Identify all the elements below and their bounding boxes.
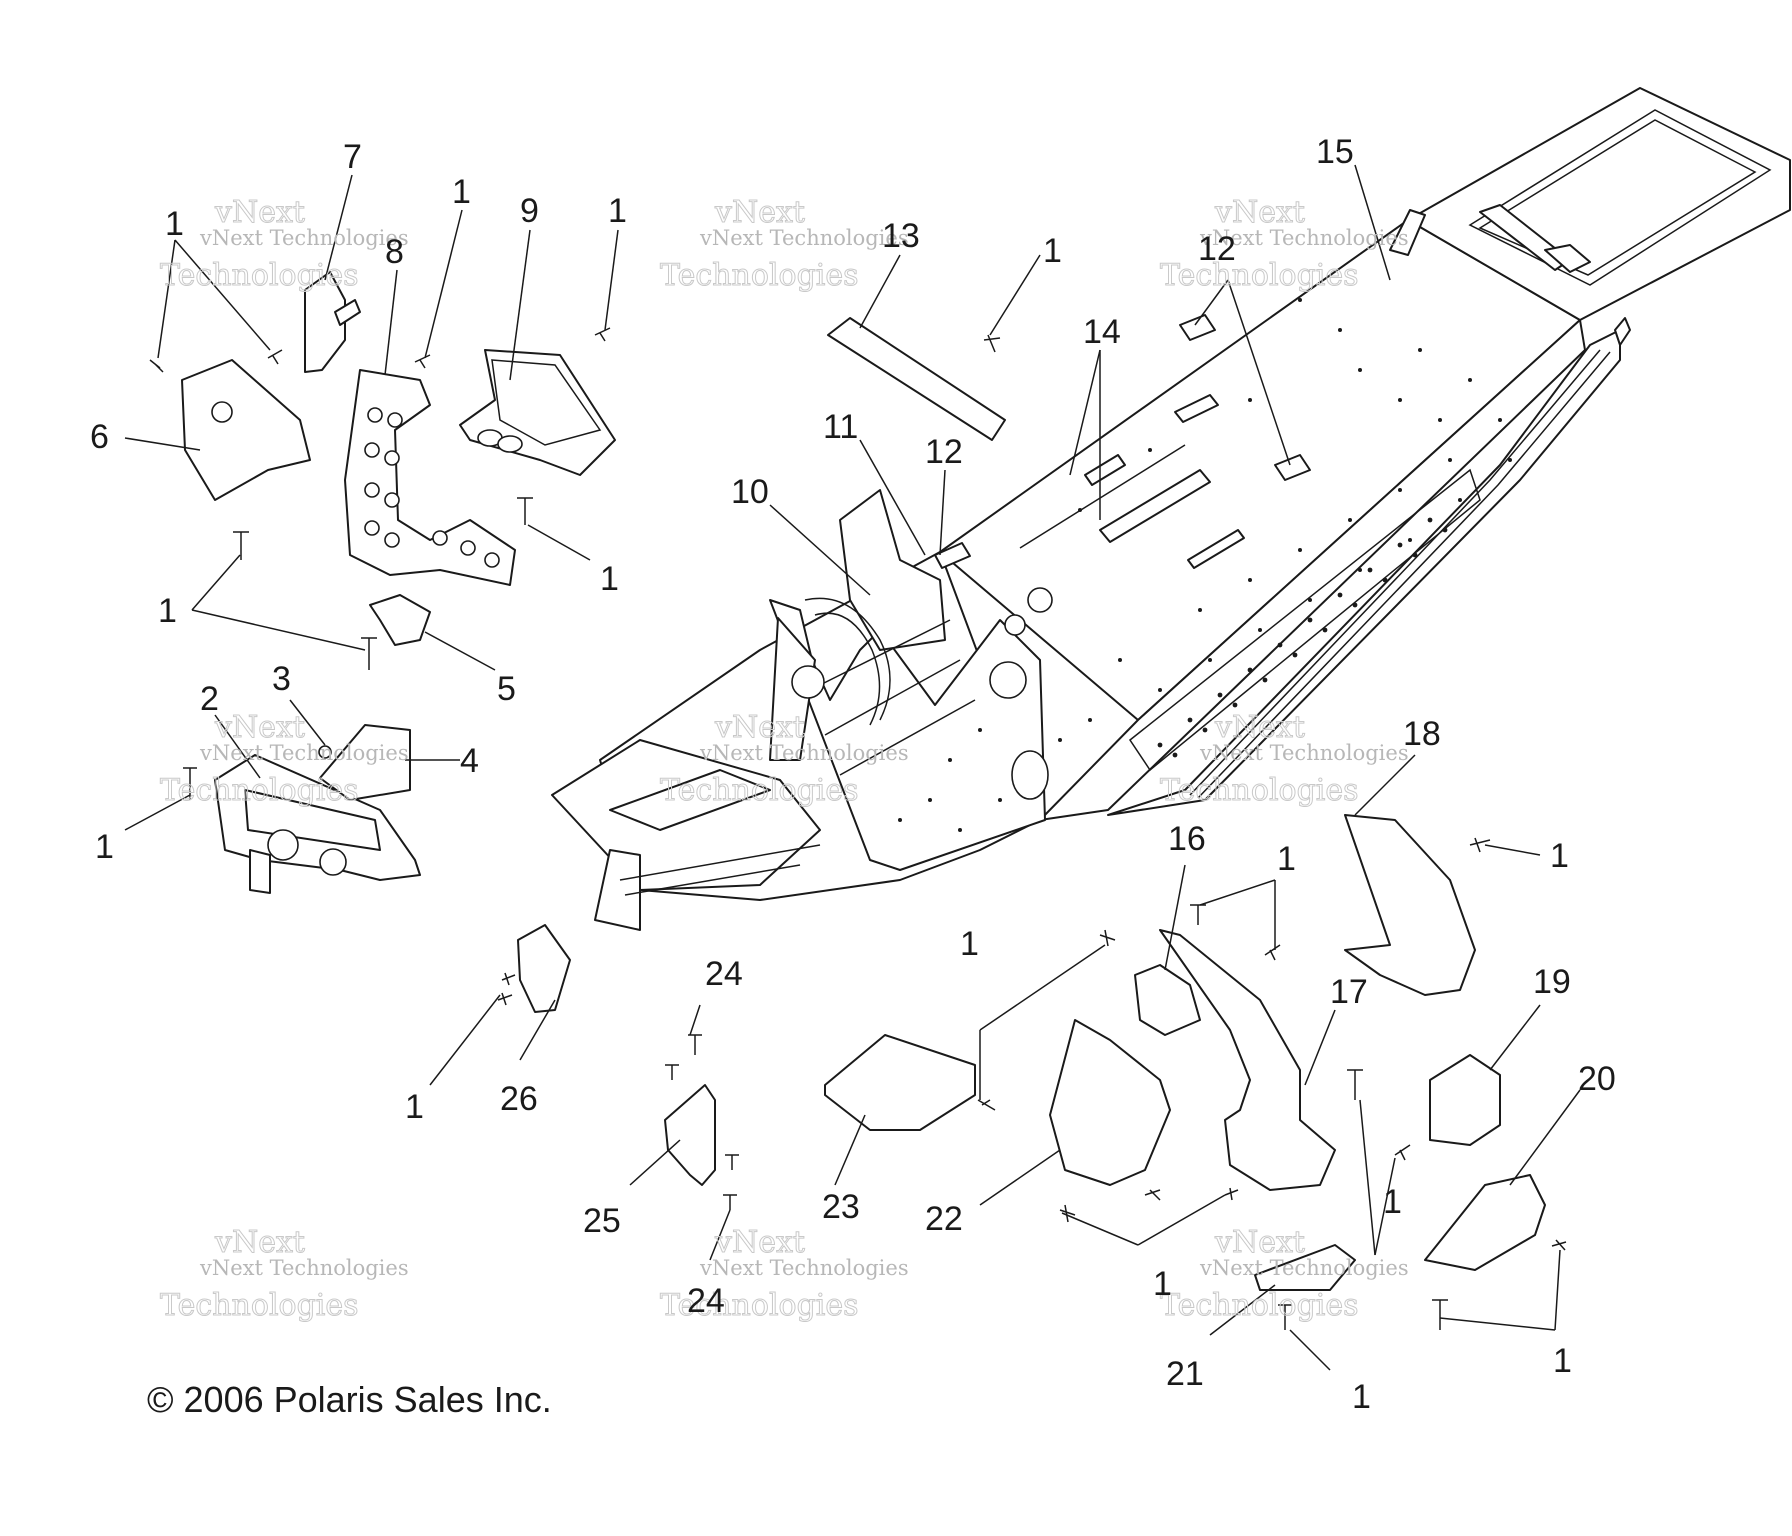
watermark-text: vNext Technologies	[699, 1256, 909, 1280]
watermarks: vNext Technologies vNext Technologies vN…	[160, 195, 1409, 1324]
watermark-text: vNext Technologies	[199, 226, 409, 250]
watermark-text: Technologies	[160, 773, 359, 808]
callout-label: 1	[95, 828, 114, 866]
watermark-text: vNext Technologies	[199, 741, 409, 765]
part-7-bracket	[304, 271, 346, 373]
callout-label: 10	[731, 473, 769, 511]
callout-label: 26	[500, 1080, 538, 1118]
watermark-text: vNext Technologies	[1199, 1256, 1409, 1280]
watermark-text: vNext	[214, 195, 305, 230]
callout-label: 1	[1352, 1378, 1371, 1416]
callout-label: 1	[1550, 837, 1569, 875]
chassis-tunnel	[551, 87, 1791, 931]
part-6-bracket	[181, 359, 311, 501]
part-17-steering-support	[1159, 929, 1336, 1191]
watermark-text: Technologies	[1160, 1288, 1359, 1323]
watermark-text: vNext Technologies	[699, 226, 909, 250]
part-16-mount	[1134, 964, 1201, 1036]
callout-label: 18	[1403, 715, 1441, 753]
callout-label: 1	[165, 205, 184, 243]
callout-label: 1	[1277, 840, 1296, 878]
part-25-bracket	[664, 1084, 716, 1186]
fasteners	[149, 327, 1567, 1330]
watermark-text: vNext	[714, 195, 805, 230]
part-21-bracket	[1254, 1244, 1356, 1291]
callout-label: 9	[520, 192, 539, 230]
watermark-text: vNext	[214, 1225, 305, 1260]
callout-label: 14	[1083, 313, 1121, 351]
part-9-toe-hold	[459, 349, 616, 476]
callout-label: 11	[823, 408, 858, 446]
watermark-text: vNext Technologies	[1199, 741, 1409, 765]
callout-label: 16	[1168, 820, 1206, 858]
watermark-text: Technologies	[660, 1288, 859, 1323]
callout-label: 24	[705, 955, 743, 993]
callout-label: 1	[158, 592, 177, 630]
watermark-text: Technologies	[1160, 773, 1359, 808]
watermark-text: Technologies	[160, 1288, 359, 1323]
callout-label: 15	[1316, 133, 1354, 171]
callout-label: 1	[405, 1088, 424, 1126]
part-5-clip	[369, 594, 431, 646]
callout-label: 8	[385, 233, 404, 271]
callout-label: 17	[1330, 973, 1368, 1011]
watermark-text: Technologies	[1160, 258, 1359, 293]
watermark-text: vNext	[1214, 195, 1305, 230]
callout-label: 1	[608, 192, 627, 230]
callout-label: 23	[822, 1188, 860, 1226]
callout-label: 1	[1153, 1265, 1172, 1303]
watermark-text: vNext	[214, 710, 305, 745]
callout-label: 22	[925, 1200, 963, 1238]
part-13-strip	[827, 317, 1006, 441]
tunnel-perforations	[1128, 468, 1481, 772]
callout-label: 1	[1043, 232, 1062, 270]
watermark-text: Technologies	[660, 258, 859, 293]
callout-label: 4	[460, 742, 479, 780]
callout-label: 1	[1383, 1183, 1402, 1221]
callout-label: 25	[583, 1202, 621, 1240]
watermark-text: vNext Technologies	[1199, 226, 1409, 250]
part-19-shield	[1429, 1054, 1501, 1146]
callout-labels: 1 7 1 8 9 1 6 1 1 5 2 3 4 1 13 1 15 12 1…	[90, 133, 1616, 1416]
callout-label: 3	[272, 660, 291, 698]
callout-label: 1	[600, 560, 619, 598]
part-8-footrest-plate	[344, 369, 516, 586]
callout-label: 19	[1533, 963, 1571, 1001]
watermark-text: vNext Technologies	[699, 741, 909, 765]
callout-label: 1	[960, 925, 979, 963]
watermark-text: Technologies	[660, 773, 859, 808]
watermark-text: vNext Technologies	[199, 1256, 409, 1280]
tunnel-rivet-pattern	[898, 298, 1512, 832]
part-3-nut	[318, 745, 332, 759]
watermark-text: vNext	[1214, 710, 1305, 745]
watermark-text: vNext	[714, 1225, 805, 1260]
copyright-notice: © 2006 Polaris Sales Inc.	[147, 1379, 552, 1420]
callout-label: 5	[497, 670, 516, 708]
part-22-heat-shield	[1049, 1019, 1171, 1186]
callout-label: 13	[882, 217, 920, 255]
callout-label: 1	[452, 173, 471, 211]
callout-label: 24	[687, 1282, 725, 1320]
part-18-guard	[1344, 814, 1476, 996]
part-2-front-frame	[214, 754, 421, 894]
part-23-plate	[824, 1034, 976, 1131]
part-20-plate	[1424, 1174, 1546, 1271]
watermark-text: vNext	[1214, 1225, 1305, 1260]
callout-label: 7	[343, 138, 362, 176]
part-26-cap	[517, 924, 571, 1013]
watermark-text: vNext	[714, 710, 805, 745]
callout-label: 12	[925, 433, 963, 471]
leader-lines	[124, 164, 1581, 1371]
watermark-text: Technologies	[160, 258, 359, 293]
callout-label: 20	[1578, 1060, 1616, 1098]
callout-label: 1	[1553, 1342, 1572, 1380]
callout-label: 21	[1166, 1355, 1204, 1393]
callout-label: 12	[1198, 230, 1236, 268]
callout-label: 6	[90, 418, 109, 456]
callout-label: 2	[200, 680, 219, 718]
